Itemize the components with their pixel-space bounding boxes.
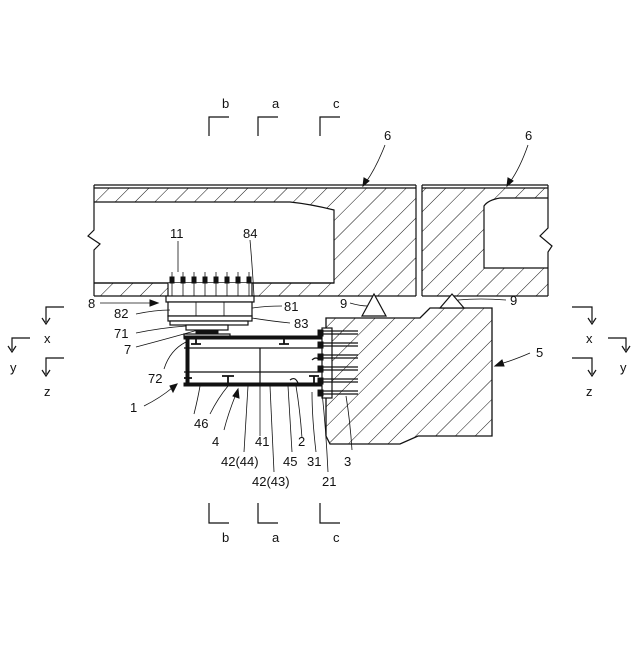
axis-label-z-left: z xyxy=(44,384,51,399)
label-3: 3 xyxy=(344,454,351,469)
section-marks-top: b a c xyxy=(209,96,340,136)
label-46: 46 xyxy=(194,416,208,431)
label-2: 2 xyxy=(298,434,305,449)
label-45: 45 xyxy=(283,454,297,469)
axis-right: x y z xyxy=(572,307,630,399)
label-71: 71 xyxy=(114,326,128,341)
label-41: 41 xyxy=(255,434,269,449)
bearing-assembly xyxy=(166,296,254,337)
label-9-right: 9 xyxy=(510,293,517,308)
deck-slab-right xyxy=(422,185,552,296)
label-11: 11 xyxy=(170,226,184,241)
axis-label-x-left: x xyxy=(44,331,51,346)
axis-label-y-left: y xyxy=(10,360,17,375)
section-label-a-top: a xyxy=(272,96,280,111)
label-84: 84 xyxy=(243,226,257,241)
label-4: 4 xyxy=(212,434,219,449)
label-31: 31 xyxy=(307,454,321,469)
section-label-a-bottom: a xyxy=(272,530,280,545)
axis-label-y-right: y xyxy=(620,360,627,375)
label-1: 1 xyxy=(130,400,137,415)
axis-label-x-right: x xyxy=(586,331,593,346)
label-42-43: 42(43) xyxy=(252,474,290,489)
label-72: 72 xyxy=(148,371,162,386)
label-8: 8 xyxy=(88,296,95,311)
label-81: 81 xyxy=(284,299,298,314)
steel-girder xyxy=(184,336,324,386)
section-label-b-top: b xyxy=(222,96,229,111)
section-label-b-bottom: b xyxy=(222,530,229,545)
pier-block xyxy=(326,294,492,444)
section-label-c-top: c xyxy=(333,96,340,111)
label-83: 83 xyxy=(294,316,308,331)
label-6-left: 6 xyxy=(384,128,391,143)
axis-label-z-right: z xyxy=(586,384,593,399)
label-82: 82 xyxy=(114,306,128,321)
label-5: 5 xyxy=(536,345,543,360)
label-7: 7 xyxy=(124,342,131,357)
label-9-left: 9 xyxy=(340,296,347,311)
label-42-44: 42(44) xyxy=(221,454,259,469)
label-21: 21 xyxy=(322,474,336,489)
section-label-c-bottom: c xyxy=(333,530,340,545)
label-6-right: 6 xyxy=(525,128,532,143)
axis-left: x y z xyxy=(8,307,64,399)
section-marks-bottom: b a c xyxy=(209,503,340,545)
